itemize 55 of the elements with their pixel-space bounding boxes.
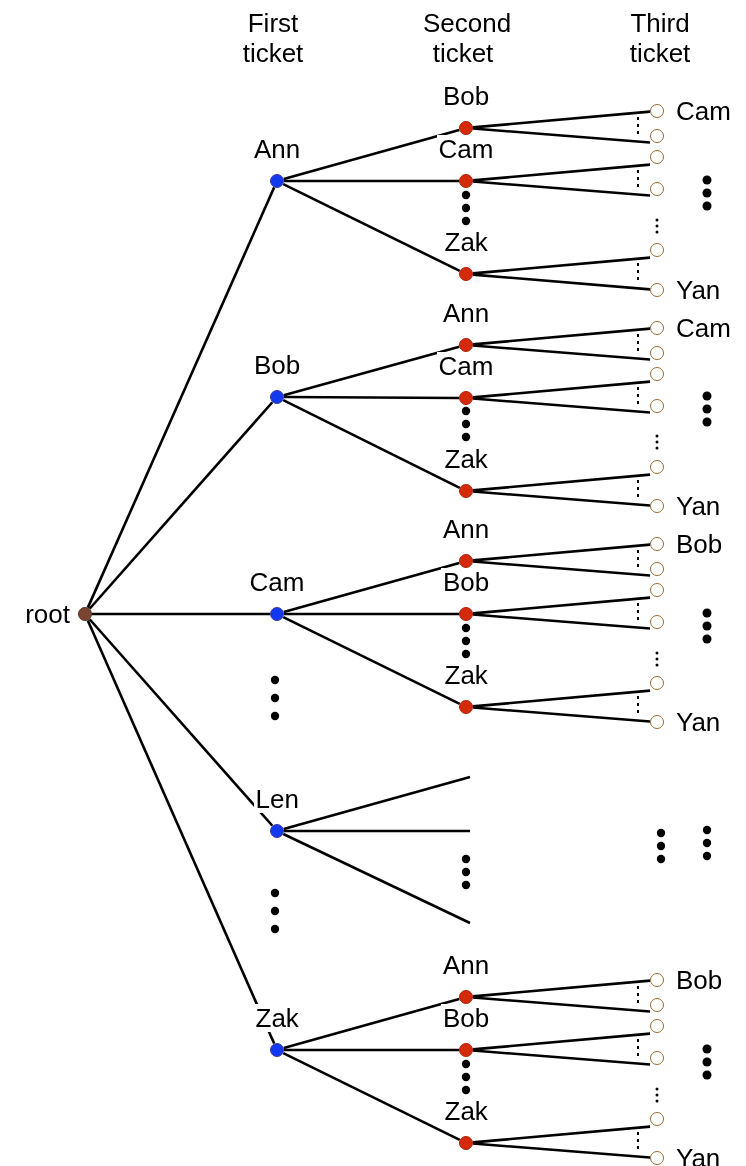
branch-line [472, 1049, 651, 1066]
branch-line [472, 543, 651, 562]
branch-line [472, 273, 651, 291]
branch-line [284, 179, 459, 183]
branch-line [472, 706, 651, 723]
branch-line [283, 561, 460, 614]
branch-line [472, 344, 651, 361]
branch-line [472, 180, 651, 197]
branch-line [472, 127, 651, 144]
branch-line [86, 186, 276, 609]
node-label: Zak [253, 1004, 301, 1032]
branch-line [472, 473, 651, 492]
branch-line [88, 618, 274, 827]
leaf-label: Cam [676, 97, 731, 125]
branch-line [472, 996, 651, 1013]
branch-line [472, 1032, 651, 1051]
branch-line [92, 612, 270, 616]
branch-line [472, 689, 651, 708]
branch-line [283, 775, 471, 831]
branch-line [282, 615, 461, 706]
column-header: Second ticket [422, 8, 513, 68]
leaf-label: Cam [676, 314, 731, 342]
branch-line [282, 1051, 461, 1142]
branch-line [284, 395, 459, 400]
branch-line [282, 182, 461, 273]
branch-line [472, 397, 651, 414]
branch-line [86, 619, 276, 1045]
branch-line [472, 327, 651, 346]
branch-line [283, 128, 460, 181]
branch-line [282, 832, 471, 925]
leaf-label: Bob [676, 966, 723, 994]
leaf-label: Bob [676, 530, 723, 558]
branch-line [284, 612, 459, 616]
branch-line [472, 380, 651, 399]
branch-line [283, 997, 460, 1050]
branch-line [283, 345, 460, 397]
branch-line [472, 979, 651, 998]
column-header: Third ticket [628, 8, 692, 68]
branch-line [284, 829, 470, 833]
branch-line [472, 1142, 651, 1159]
branch-line [472, 613, 651, 630]
branch-line [284, 1048, 459, 1052]
branch-line [472, 110, 651, 129]
branch-line [472, 490, 651, 507]
leaf-label: Yan [676, 276, 721, 304]
branch-line [282, 398, 461, 490]
branch-line [472, 1125, 651, 1144]
branch-line [472, 163, 651, 182]
column-header: First ticket [241, 8, 305, 68]
branch-line [472, 596, 651, 615]
branch-line [472, 256, 651, 275]
branch-line [472, 560, 651, 577]
leaf-label: Yan [676, 492, 721, 520]
branch-line [88, 401, 274, 610]
leaf-label: Yan [676, 708, 721, 736]
